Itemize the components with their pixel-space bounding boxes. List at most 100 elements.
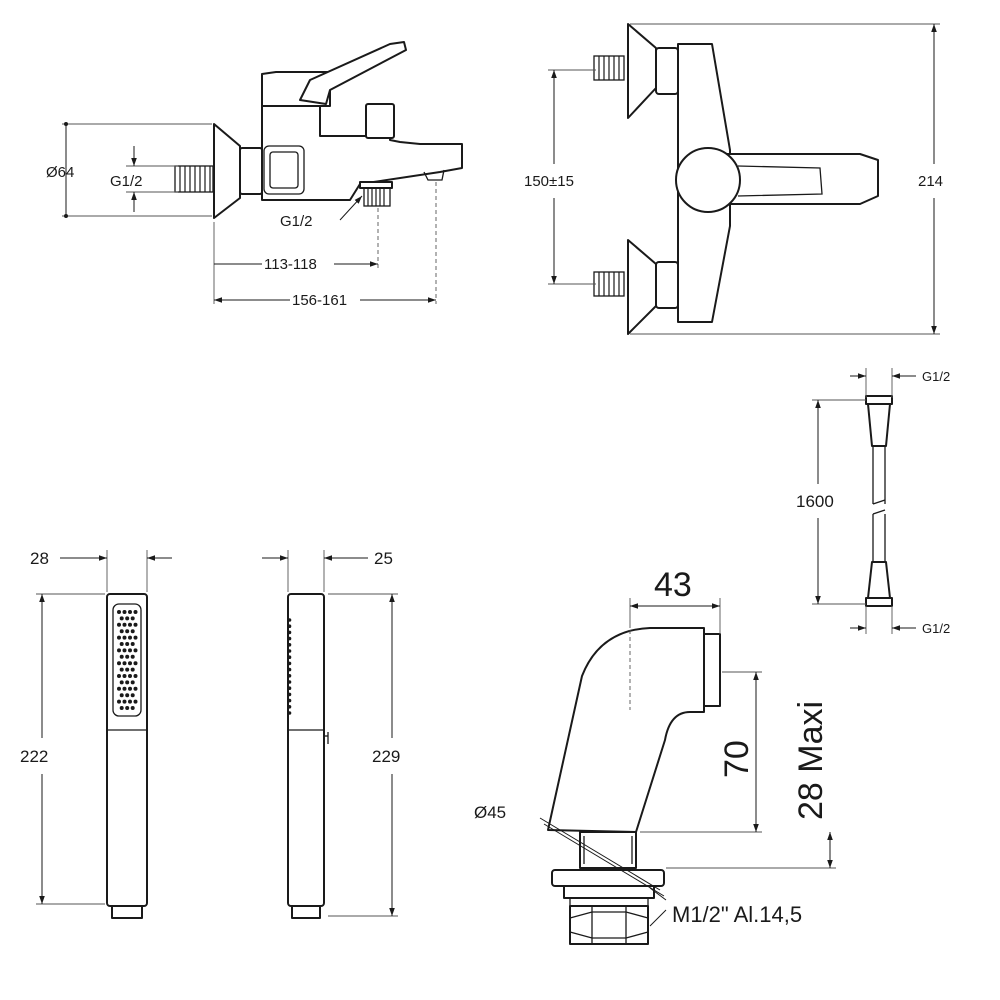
handshower-side-view xyxy=(287,593,329,919)
mixer-front-dims: 150±15 214 xyxy=(524,23,943,335)
hose-top-nut xyxy=(865,395,893,405)
side-nozzle-dot xyxy=(287,655,292,659)
side-nozzle-dot xyxy=(287,692,292,697)
nozzle-dot xyxy=(130,629,135,634)
elbow-width-label: 43 xyxy=(654,566,692,604)
hose-bottom-cone xyxy=(867,561,891,599)
nozzle-dot xyxy=(128,622,132,627)
nozzle-dot xyxy=(119,654,124,659)
side-diverter-knob xyxy=(365,103,395,139)
nozzle-dot xyxy=(119,693,124,698)
front-top-nut xyxy=(655,47,679,95)
handshower-front-width-label: 28 xyxy=(30,549,49,568)
side-diameter-label: Ø64 xyxy=(46,164,74,181)
nozzle-dot xyxy=(122,686,127,691)
nozzle-dot xyxy=(130,706,135,710)
side-nozzle-dot xyxy=(287,649,292,653)
nozzle-dot xyxy=(125,667,130,672)
side-nozzle-dot xyxy=(287,686,292,690)
side-nozzle-dot xyxy=(287,636,292,641)
front-top-flange xyxy=(627,23,657,119)
side-nozzle-dot xyxy=(287,661,292,666)
nozzle-dot xyxy=(117,635,121,640)
nozzle-dot xyxy=(119,629,124,634)
nozzle-dot xyxy=(117,686,121,691)
hose-top-thread-label: G1/2 xyxy=(922,369,950,384)
nozzle-dot xyxy=(117,610,121,614)
handshower-front-dims: 28 222 xyxy=(20,549,172,905)
nozzle-dot xyxy=(122,622,127,627)
nozzle-dot xyxy=(122,648,127,653)
nozzle-dot xyxy=(125,693,130,698)
handshower-front-view xyxy=(106,593,148,919)
front-bottom-flange xyxy=(627,239,657,335)
nozzle-dot xyxy=(117,648,121,653)
mixer-side-dims: Ø64 G1/2 G1/2 113-118 156-161 xyxy=(46,122,437,309)
nozzle-dot xyxy=(117,699,121,704)
side-nozzle-dot xyxy=(287,711,292,715)
hose-dims: G1/2 1600 G1/2 xyxy=(796,368,950,636)
side-outlet-thread-label: G1/2 xyxy=(280,213,313,230)
nozzle-dot xyxy=(128,674,132,678)
nozzle-dot xyxy=(122,610,127,614)
nozzle-dot xyxy=(130,693,135,698)
nozzle-dot xyxy=(125,629,130,634)
nozzle-dot xyxy=(130,642,135,646)
nozzle-dot xyxy=(117,661,121,666)
elbow-body xyxy=(547,627,705,833)
nozzle-dot xyxy=(130,667,135,672)
side-nozzle-dot xyxy=(287,624,292,628)
nozzle-dot xyxy=(119,667,124,672)
nozzle-dot xyxy=(119,680,124,685)
hose-bottom-nut xyxy=(865,597,893,607)
handshower-side-width-label: 25 xyxy=(374,549,393,568)
nozzle-dot xyxy=(122,661,127,666)
nozzle-dot xyxy=(128,661,132,666)
mixer-side-view xyxy=(174,41,463,219)
elbow-nut-top xyxy=(563,885,655,899)
side-nozzle-dot xyxy=(287,667,292,672)
side-mixer-body xyxy=(261,105,463,201)
nozzle-dot xyxy=(133,635,138,640)
side-nozzle-dot xyxy=(287,680,292,684)
handshower-front-connector xyxy=(111,905,143,919)
mixer-front-view xyxy=(593,23,879,335)
nozzle-dot xyxy=(117,622,121,627)
side-nozzle-dot xyxy=(287,674,292,678)
hose-bottom-thread-label: G1/2 xyxy=(922,621,950,636)
handshower-side-length-label: 229 xyxy=(372,747,400,766)
nozzle-dot xyxy=(125,680,130,685)
nozzle-dot xyxy=(130,680,135,685)
nozzle-dot xyxy=(130,616,135,621)
nozzle-dot xyxy=(133,622,138,627)
side-nozzle-dot xyxy=(287,618,292,622)
side-dim-long-label: 156-161 xyxy=(292,292,347,309)
nozzle-dot xyxy=(133,661,138,666)
handshower-front-length-label: 222 xyxy=(20,747,48,766)
side-inlet-thread xyxy=(174,165,214,193)
deck-elbow-view xyxy=(547,627,721,945)
front-bottom-nut xyxy=(655,261,679,309)
front-cartridge-cap xyxy=(675,147,741,213)
elbow-base-diameter-label: Ø45 xyxy=(474,803,506,822)
handshower-side-body xyxy=(287,593,325,907)
elbow-washer xyxy=(551,869,665,887)
nozzle-dot xyxy=(128,635,132,640)
handshower-side-connector xyxy=(291,905,321,919)
nozzle-dot xyxy=(122,635,127,640)
front-inlet-spacing-label: 150±15 xyxy=(524,173,574,190)
elbow-hex-nut xyxy=(569,905,649,945)
hose-top-cone xyxy=(867,403,891,447)
nozzle-dot xyxy=(119,642,124,646)
nozzle-dot xyxy=(125,642,130,646)
elbow-thickness-label: 28 Maxi xyxy=(792,701,830,820)
side-nozzle-dot xyxy=(287,643,292,647)
handshower-spray-face xyxy=(112,603,142,717)
nozzle-dot xyxy=(133,674,138,678)
nozzle-dot xyxy=(133,686,138,691)
front-height-label: 214 xyxy=(918,173,943,190)
deck-elbow-dims: 43 70 28 Maxi Ø45 M1/2" Al.14,5 xyxy=(474,566,836,927)
side-eccentric-nut xyxy=(239,147,263,195)
elbow-outlet-ring xyxy=(703,633,721,707)
